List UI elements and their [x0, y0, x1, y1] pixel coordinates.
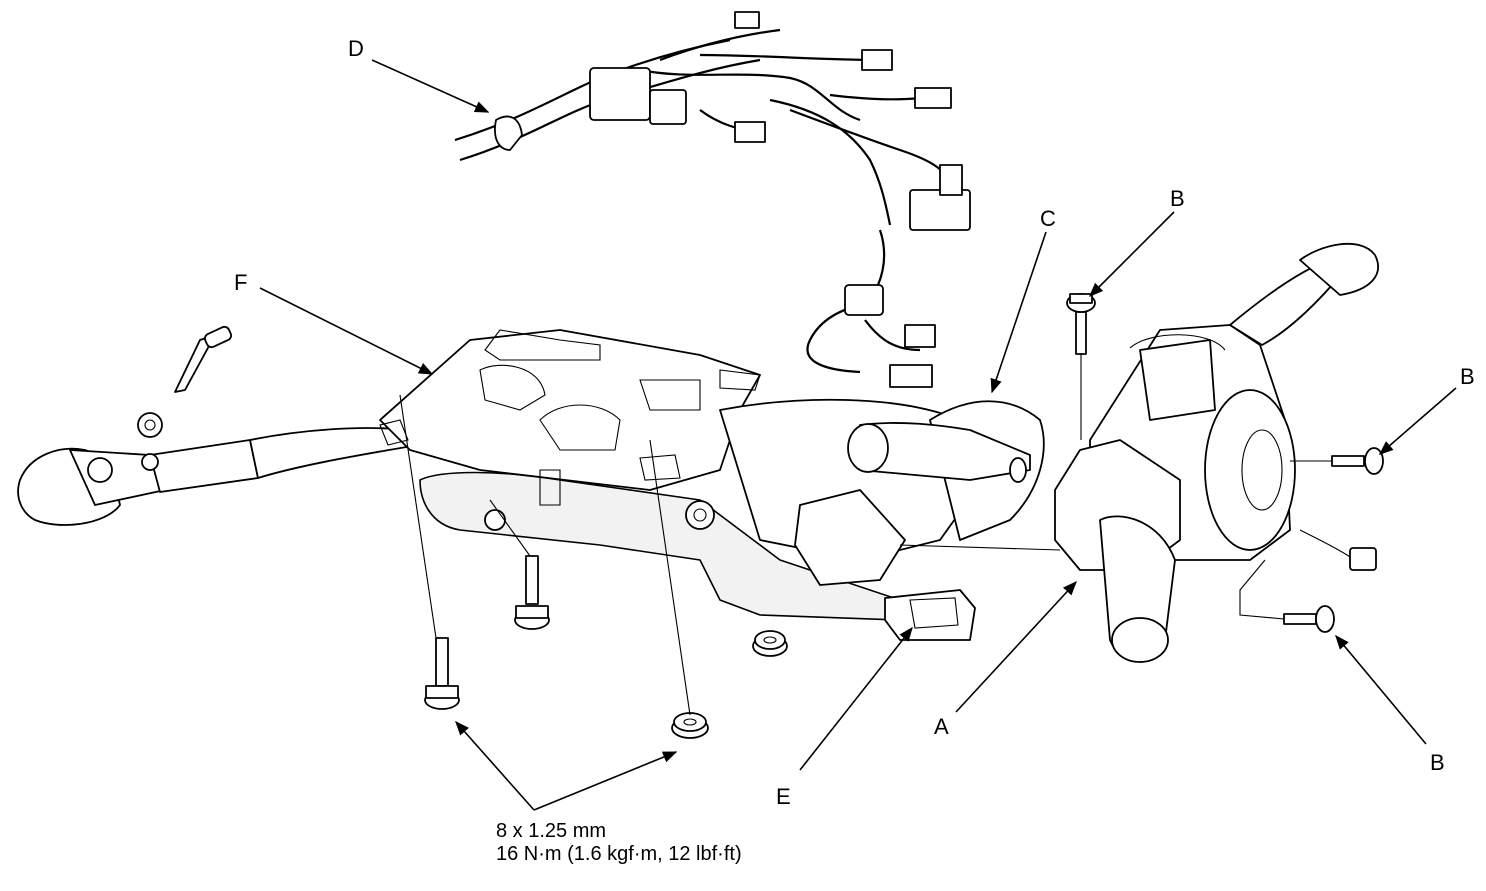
torque-spec-size: 8 x 1.25 mm [496, 820, 607, 842]
bolt-b-lower [1283, 605, 1335, 633]
fasteners [424, 293, 1384, 739]
steering-column [379, 329, 1045, 641]
callout-c: C [1040, 206, 1056, 231]
callout-f: F [234, 270, 248, 295]
combination-switch [1054, 242, 1379, 663]
callout-b-lower: B [1430, 750, 1445, 775]
bolt-lower-left [424, 637, 460, 710]
callout-b-right: B [1460, 364, 1475, 389]
leader-lines [259, 59, 1457, 811]
intermediate-shaft [17, 325, 413, 526]
callout-e: E [776, 784, 791, 809]
callout-d: D [348, 36, 364, 61]
nut-column [752, 630, 788, 657]
nut-lower [671, 712, 709, 739]
callout-a: A [934, 714, 949, 739]
bolt-b-right [1331, 447, 1384, 475]
callout-b-top: B [1170, 186, 1185, 211]
torque-spec: 8 x 1.25 mm 16 N·m (1.6 kgf·m, 12 lbf·ft… [496, 820, 742, 866]
bolt-middle [514, 555, 550, 630]
alignment-lines [399, 354, 1332, 716]
bolt-b-top [1066, 293, 1096, 355]
wire-harness-d [454, 11, 971, 388]
torque-spec-value: 16 N·m (1.6 kgf·m, 12 lbf·ft) [496, 843, 742, 865]
